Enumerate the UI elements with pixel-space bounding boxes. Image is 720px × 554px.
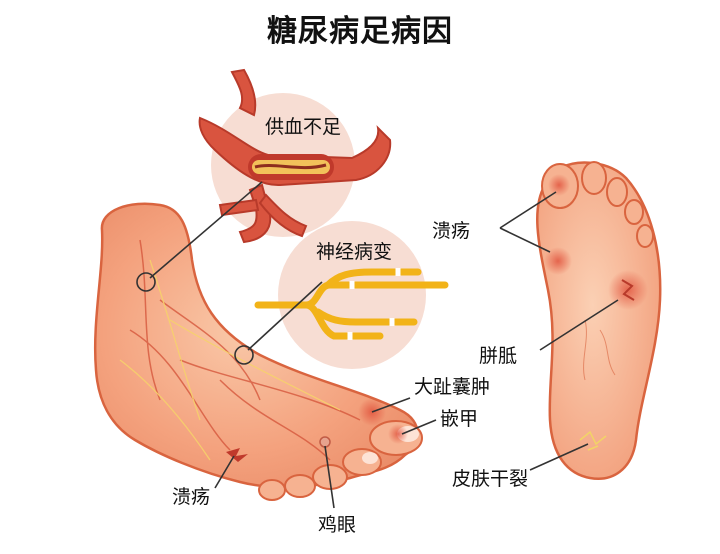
foot-side-view <box>93 202 423 501</box>
label-bunion: 大趾囊肿 <box>414 376 491 398</box>
ulcer-mark-sole <box>544 247 572 275</box>
foot-side-veins <box>129 239 361 461</box>
ulcer-mark-toe <box>548 174 570 196</box>
nerve-gaps <box>347 268 401 340</box>
artery-cross-section <box>248 154 334 180</box>
callus-crack <box>621 279 635 301</box>
label-dry-crack: 皮肤干裂 <box>452 468 529 490</box>
label-ingrown-nail: 嵌甲 <box>440 408 479 430</box>
nerve-inset-circle <box>278 221 426 369</box>
nerve-inset <box>254 221 449 369</box>
ulcer-mark-side <box>226 448 248 462</box>
leader-lines <box>136 181 619 509</box>
foot-sole-shape <box>536 161 662 480</box>
label-corn: 鸡眼 <box>318 514 357 536</box>
blood-supply-inset <box>198 68 392 244</box>
label-callus: 胼胝 <box>479 345 518 367</box>
label-ulcer-side: 溃疡 <box>172 486 211 508</box>
nerve-icon <box>254 268 449 340</box>
sole-creases <box>583 319 616 381</box>
label-ulcer-sole: 溃疡 <box>432 220 471 242</box>
foot-side-nerves <box>119 259 341 461</box>
foot-sole-toes <box>541 161 654 248</box>
diagram-title: 糖尿病足病因 <box>267 14 453 49</box>
foot-sole-view <box>536 161 662 480</box>
dry-crack-mark <box>579 430 607 451</box>
label-blood-supply: 供血不足 <box>265 116 342 138</box>
label-nerve-lesion: 神经病变 <box>316 241 393 263</box>
ingrown-nail-mark <box>388 424 408 444</box>
artery-icon <box>198 68 392 244</box>
corn-mark <box>319 436 331 448</box>
